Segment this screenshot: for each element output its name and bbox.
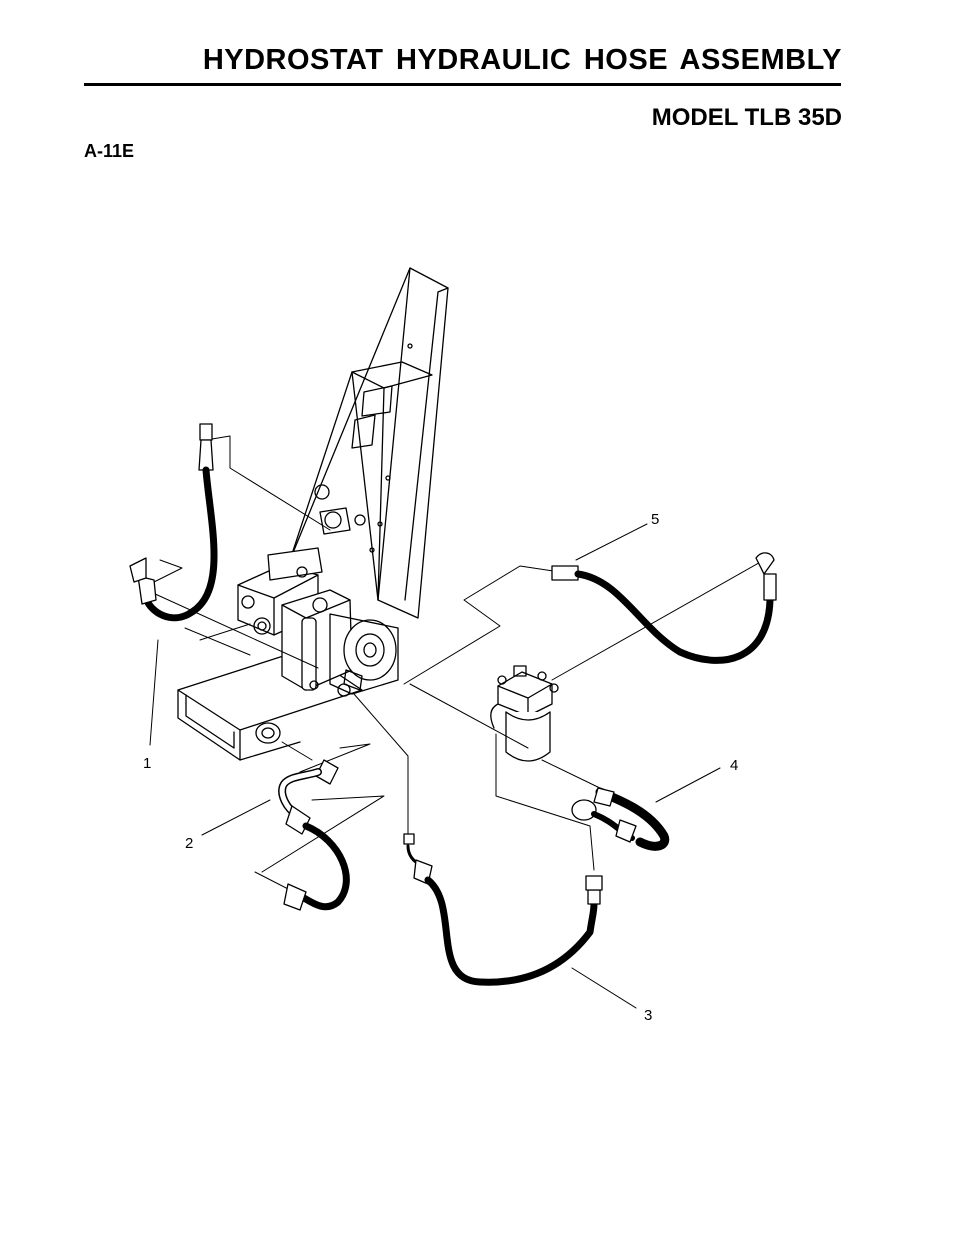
hose-3 [403,833,603,986]
hose-2 [278,759,350,911]
callout-3: 3 [644,1007,652,1024]
hose-1 [129,423,218,622]
callout-2: 2 [185,835,193,852]
title-rule [84,83,841,86]
hose-5 [551,552,777,664]
hose-4 [571,787,670,851]
callout-1: 1 [143,755,151,772]
model-label: MODEL TLB 35D [651,104,842,131]
page-title: HYDROSTAT HYDRAULIC HOSE ASSEMBLY [202,44,842,76]
frame-tower [289,267,449,619]
callout-labels: 1 2 3 4 5 [143,511,738,1024]
callout-4: 4 [730,757,738,774]
filter-assembly [490,665,559,762]
hydrostat-pump [237,547,399,697]
leader-lines [141,435,765,1009]
page-code: A-11E [84,141,135,161]
callout-5: 5 [651,511,659,528]
